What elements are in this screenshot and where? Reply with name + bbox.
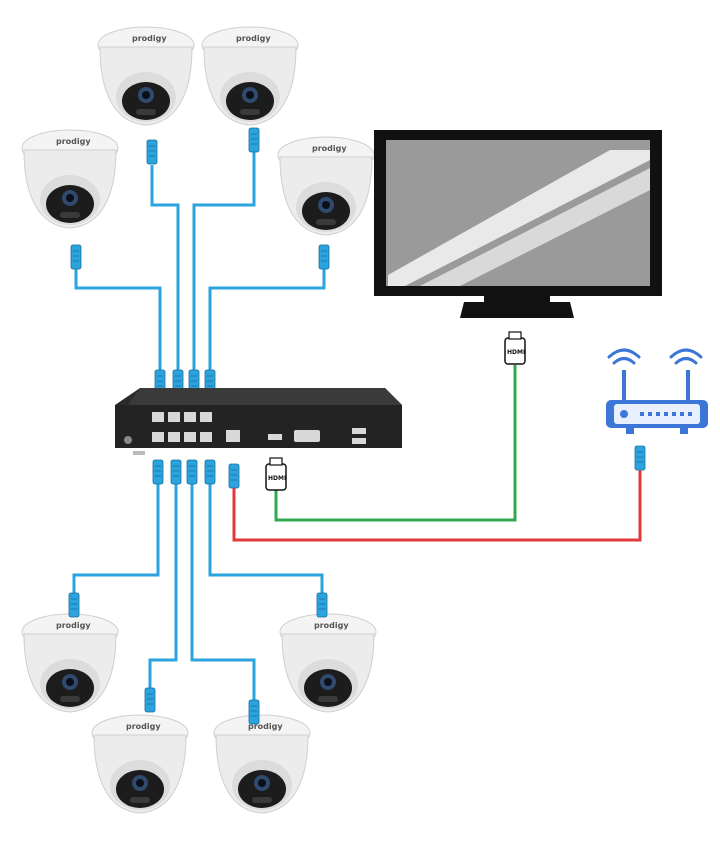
rj45-connector-icon — [316, 592, 328, 618]
rj45-connector-icon — [248, 127, 260, 153]
rj45-connector-icon — [68, 592, 80, 618]
lan-cables-top — [74, 145, 326, 378]
dome-camera-icon: prodigy — [201, 26, 299, 126]
rj45-connector-icon — [170, 459, 182, 485]
dome-camera-icon: prodigy — [279, 613, 377, 713]
dome-camera-icon: prodigy — [213, 714, 311, 814]
rj45-connector-icon — [634, 445, 646, 471]
tv-monitor-icon — [374, 130, 662, 318]
rj45-connector-icon — [186, 459, 198, 485]
rj45-connector-icon — [146, 139, 158, 165]
svg-text:prodigy: prodigy — [248, 722, 283, 731]
dome-camera-icon: prodigy — [21, 129, 119, 229]
dome-camera-icon: prodigy — [97, 26, 195, 126]
svg-text:prodigy: prodigy — [126, 722, 161, 731]
router-cable — [232, 460, 642, 542]
wifi-router-icon — [606, 348, 708, 434]
hdmi-connector-icon: HDMI — [265, 457, 287, 491]
rj45-connector-icon — [248, 699, 260, 725]
hdmi-cable — [274, 365, 517, 522]
svg-text:HDMI: HDMI — [507, 349, 525, 356]
rj45-connector-icon — [152, 459, 164, 485]
svg-text:prodigy: prodigy — [56, 137, 91, 146]
nvr-recorder-icon — [115, 388, 402, 455]
rj45-connector-icon — [318, 244, 330, 270]
rj45-connector-icon — [70, 244, 82, 270]
svg-text:prodigy: prodigy — [132, 34, 167, 43]
rj45-connector-icon — [144, 687, 156, 713]
rj45-connector-icon — [228, 463, 240, 489]
svg-text:prodigy: prodigy — [56, 621, 91, 630]
dome-camera-icon: prodigy — [21, 613, 119, 713]
hdmi-connector-icon: HDMI — [504, 331, 526, 365]
rj45-connector-icon — [204, 459, 216, 485]
dome-camera-icon: prodigy — [91, 714, 189, 814]
svg-text:HDMI: HDMI — [268, 475, 286, 482]
svg-text:prodigy: prodigy — [314, 621, 349, 630]
dome-camera-icon: prodigy — [277, 136, 375, 236]
lan-cables-bottom — [72, 470, 324, 700]
svg-text:prodigy: prodigy — [312, 144, 347, 153]
svg-text:prodigy: prodigy — [236, 34, 271, 43]
